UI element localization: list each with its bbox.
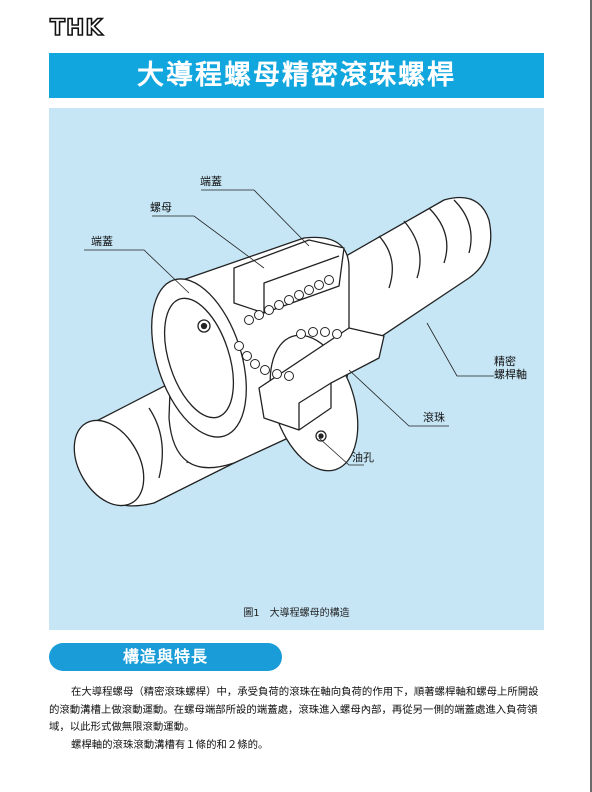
label-screw-shaft: 精密 螺桿軸: [494, 355, 527, 381]
body-text: 在大導程螺母（精密滾珠螺桿）中，承受負荷的滾珠在軸向負荷的作用下，順著螺桿軸和螺…: [49, 684, 547, 754]
label-end-cap-left: 端蓋: [91, 235, 113, 248]
label-screw-shaft-line2: 螺桿軸: [494, 368, 527, 381]
figure-caption: 圖1 大導程螺母的構造: [243, 608, 350, 619]
thk-logo: THK: [49, 16, 104, 41]
paragraph-grooves: 螺桿軸的滾珠滾動溝槽有１條的和２條的。: [71, 738, 269, 751]
label-screw-shaft-line1: 精密: [494, 355, 516, 368]
label-nut: 螺母: [150, 201, 172, 214]
page-title: 大導程螺母精密滾珠螺桿: [49, 53, 544, 98]
section-heading: 構造與特長: [49, 643, 282, 671]
ball-screw-illustration: [73, 189, 494, 507]
paragraph-structure: 在大導程螺母（精密滾珠螺桿）中，承受負荷的滾珠在軸向負荷的作用下，順著螺桿軸和螺…: [49, 686, 539, 733]
label-end-cap-top: 端蓋: [200, 175, 222, 188]
label-oil-hole: 油孔: [352, 451, 374, 464]
label-ball: 滾珠: [423, 411, 445, 424]
page-edge: [590, 0, 592, 792]
figure-ball-screw: 端蓋 螺母 端蓋 精密 螺桿軸 滾珠 油孔 圖1 大導程螺母的構造: [49, 108, 544, 630]
